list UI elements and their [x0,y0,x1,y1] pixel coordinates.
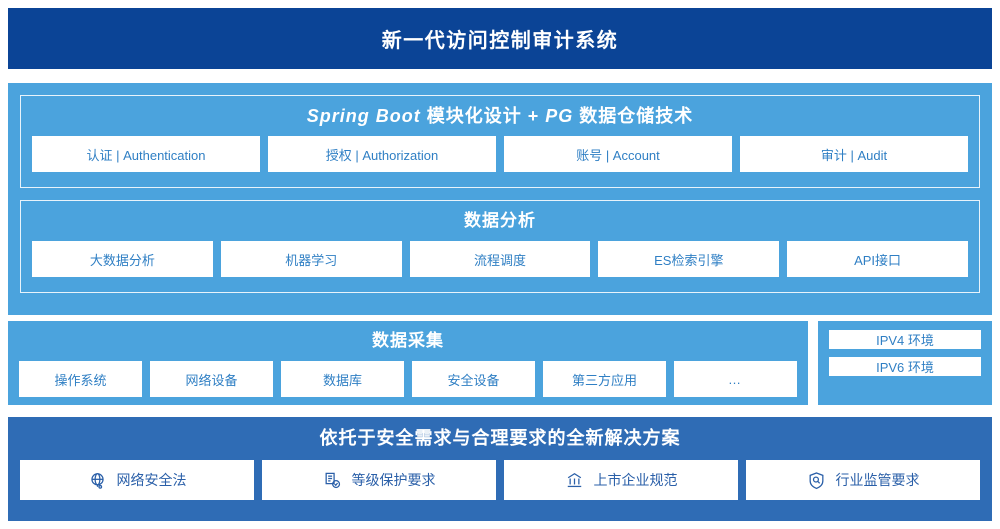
card-more-ellipsis[interactable]: … [674,361,797,397]
card-authentication[interactable]: 认证 | Authentication [32,136,260,172]
card-label: 行业监管要求 [835,472,920,488]
data-collection-panel: 数据采集 操作系统 网络设备 数据库 安全设备 第三方应用 … [8,321,808,405]
card-label: 等级保护要求 [351,472,436,488]
springboot-title-part-2: 模块化设计 + [420,106,546,126]
card-label: 网络安全法 [116,472,187,488]
card-account[interactable]: 账号 | Account [504,136,732,172]
card-ipv6-environment[interactable]: IPV6 环境 [829,357,981,376]
compliance-panel: 依托于安全需求与合理要求的全新解决方案 网络安全法 [8,417,992,521]
data-collection-title: 数据采集 [372,331,444,350]
springboot-section-title: Spring Boot 模块化设计 + PG 数据仓储技术 [32,105,968,127]
card-big-data-analysis[interactable]: 大数据分析 [32,241,213,277]
springboot-title-part-3: PG [545,106,574,126]
card-security-device[interactable]: 安全设备 [412,361,535,397]
springboot-card-row: 认证 | Authentication 授权 | Authorization 账… [32,136,968,172]
data-analysis-section: 数据分析 大数据分析 机器学习 流程调度 ES检索引擎 API接口 [20,200,980,293]
card-database[interactable]: 数据库 [281,361,404,397]
globe-icon [88,471,107,490]
header-bar: 新一代访问控制审计系统 [8,8,992,69]
shield-search-icon [807,471,826,490]
environment-panel: IPV4 环境 IPV6 环境 [818,321,992,405]
springboot-section: Spring Boot 模块化设计 + PG 数据仓储技术 认证 | Authe… [20,95,980,188]
compliance-card-row: 网络安全法 等级保护要求 [20,460,980,500]
bank-icon [565,471,584,490]
card-classified-protection[interactable]: 等级保护要求 [262,460,496,500]
card-cybersecurity-law[interactable]: 网络安全法 [20,460,254,500]
page-title: 新一代访问控制审计系统 [381,30,619,52]
card-ipv4-environment[interactable]: IPV4 环境 [829,330,981,349]
card-label: 上市企业规范 [593,472,678,488]
platform-layer-panel: Spring Boot 模块化设计 + PG 数据仓储技术 认证 | Authe… [8,83,992,315]
data-analysis-card-row: 大数据分析 机器学习 流程调度 ES检索引擎 API接口 [32,241,968,277]
card-industry-regulation[interactable]: 行业监管要求 [746,460,980,500]
card-audit[interactable]: 审计 | Audit [740,136,968,172]
document-check-icon [323,471,342,490]
card-es-search-engine[interactable]: ES检索引擎 [598,241,780,277]
compliance-title: 依托于安全需求与合理要求的全新解决方案 [319,428,681,448]
environment-card-column: IPV4 环境 IPV6 环境 [829,330,981,376]
card-listed-enterprise-standard[interactable]: 上市企业规范 [504,460,738,500]
card-third-party-application[interactable]: 第三方应用 [543,361,666,397]
data-collection-card-row: 操作系统 网络设备 数据库 安全设备 第三方应用 … [19,361,797,397]
card-process-scheduling[interactable]: 流程调度 [409,241,591,277]
data-analysis-title: 数据分析 [464,211,536,230]
springboot-title-part-4: 数据仓储技术 [573,106,694,126]
springboot-title-part-1: Spring Boot [306,106,421,126]
card-machine-learning[interactable]: 机器学习 [220,241,402,277]
card-operating-system[interactable]: 操作系统 [19,361,142,397]
card-api-interface[interactable]: API接口 [787,241,968,277]
card-authorization[interactable]: 授权 | Authorization [268,136,496,172]
card-network-device[interactable]: 网络设备 [150,361,273,397]
